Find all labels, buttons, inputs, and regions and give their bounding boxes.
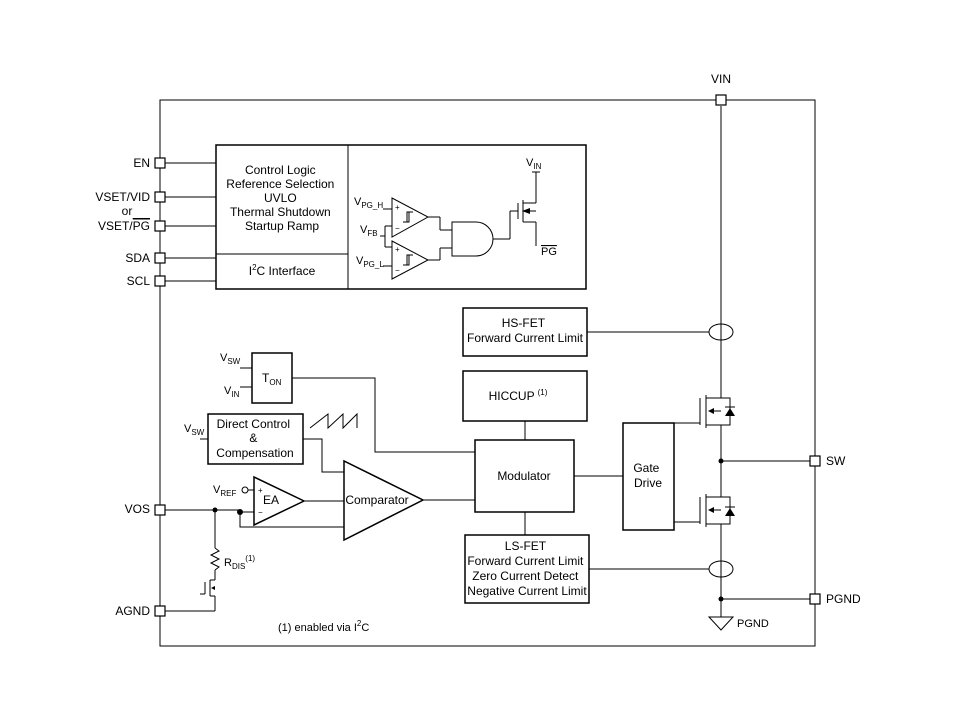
svg-text:+: + xyxy=(258,486,263,495)
pin-sda xyxy=(154,252,166,264)
gate-drive-text: Gate Drive xyxy=(633,461,662,490)
svg-text:VIN: VIN xyxy=(526,157,542,171)
hiccup-text: HICCUP(1) xyxy=(489,388,548,403)
ic-outline xyxy=(159,99,816,647)
pin-label-vset-vid: VSET/VID xyxy=(95,190,150,204)
ls-fet-text: LS-FET Forward Current Limit Zero Curren… xyxy=(467,539,587,598)
control-logic-block xyxy=(215,144,587,290)
ramp-sawtooth-icon xyxy=(309,412,358,430)
ea-text: EA xyxy=(263,493,279,507)
ground-icon xyxy=(707,616,735,631)
pin-label-scl: SCL xyxy=(127,274,151,288)
pin-pgnd xyxy=(809,593,821,605)
pin-label-or: or xyxy=(122,204,133,218)
pin-vos xyxy=(154,504,166,516)
hs-fet-text: HS-FET Forward Current Limit xyxy=(467,316,584,345)
pin-label-pgnd: PGND xyxy=(826,592,861,606)
direct-control-text: Direct Control & Compensation xyxy=(216,417,293,460)
pin-label-vset-pg: VSET/PG xyxy=(98,219,150,233)
pin-label-vin: VIN xyxy=(711,72,731,86)
pin-agnd xyxy=(154,605,166,617)
pin-label-en: EN xyxy=(133,156,150,170)
pin-label-vos: VOS xyxy=(125,502,150,516)
svg-text:−: − xyxy=(395,224,400,233)
svg-text:+: + xyxy=(395,203,400,212)
pin-label-agnd: AGND xyxy=(115,604,150,618)
svg-text:VREF: VREF xyxy=(213,484,236,498)
hiccup-block xyxy=(462,370,588,422)
control-logic-text: Control Logic Reference Selection UVLO T… xyxy=(226,163,337,233)
svg-text:VIN: VIN xyxy=(224,385,240,399)
pg-high-comparator xyxy=(391,197,430,238)
footnote: (1) enabled via I2C xyxy=(278,619,369,634)
svg-text:RDIS(1): RDIS(1) xyxy=(224,554,255,571)
gate-drive-block xyxy=(622,422,675,531)
pin-sw xyxy=(809,455,821,467)
pin-en xyxy=(154,157,166,169)
pg-low-comparator xyxy=(391,240,430,280)
pg-output-label: PG xyxy=(541,246,557,258)
comparator-text: Comparator xyxy=(345,493,408,507)
ls-current-sense xyxy=(708,560,734,578)
pin-vset-vid xyxy=(154,191,166,203)
error-amplifier xyxy=(253,475,306,527)
svg-text:−: − xyxy=(395,266,400,275)
ton-block xyxy=(251,352,293,404)
pin-label-sda: SDA xyxy=(125,251,150,265)
hs-fet-transistor xyxy=(674,395,735,428)
ton-text: TON xyxy=(262,371,282,387)
pin-scl xyxy=(154,275,166,287)
svg-text:VPG_H: VPG_H xyxy=(354,196,383,210)
svg-text:VFB: VFB xyxy=(360,224,378,238)
svg-text:VPG_L: VPG_L xyxy=(356,255,384,269)
i2c-interface-label: I2C Interface xyxy=(249,263,316,278)
ls-fet-transistor xyxy=(674,494,735,527)
svg-text:−: − xyxy=(258,508,263,517)
pin-vset-pg xyxy=(154,220,166,232)
svg-text:VSW: VSW xyxy=(184,423,205,437)
rdis-resistor-icon xyxy=(209,547,221,571)
svg-text:VSW: VSW xyxy=(220,352,241,366)
modulator-text: Modulator xyxy=(497,469,550,483)
modulator-block xyxy=(474,439,575,513)
hs-fet-block xyxy=(462,307,588,357)
power-good-circuit: VPG_H VFB VPG_L + − + − xyxy=(354,157,557,280)
pin-vin xyxy=(715,94,727,106)
and-gate xyxy=(451,221,494,257)
pgnd-ground-label: PGND xyxy=(737,618,769,630)
pin-label-sw: SW xyxy=(826,454,846,468)
svg-text:+: + xyxy=(395,245,400,254)
ls-fet-block xyxy=(464,534,590,604)
